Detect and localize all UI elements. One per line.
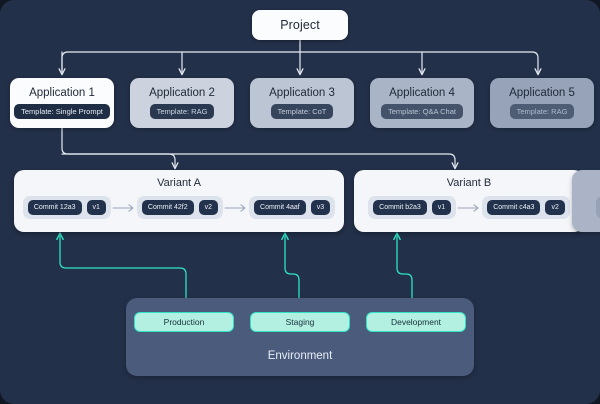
commit-group[interactable]: Commit c4a3 v2 bbox=[482, 196, 570, 219]
arrow-right-icon bbox=[456, 203, 482, 213]
commit-version: v2 bbox=[545, 200, 565, 215]
application-to-variants-connectors bbox=[61, 127, 459, 170]
arrow-right-icon bbox=[111, 203, 137, 213]
project-to-applications-connectors bbox=[58, 39, 542, 76]
commit-version: v1 bbox=[431, 200, 452, 215]
application-node-5[interactable]: Application 5 Template: RAG bbox=[490, 78, 594, 128]
application-node-1[interactable]: Application 1 Template: Single Prompt bbox=[10, 78, 114, 128]
variant-card-b[interactable]: Variant B Commit b2a3 v1 Commit c4a3 v2 bbox=[354, 170, 584, 232]
application-template-badge: Template: Q&A Chat bbox=[381, 104, 463, 119]
variant-card-a[interactable]: Variant A Commit 12a3 v1 Commit 42f2 v2 … bbox=[14, 170, 344, 232]
application-title: Application 3 bbox=[269, 87, 335, 99]
environment-panel: Production Staging Development Environme… bbox=[126, 298, 474, 376]
environment-pill-production[interactable]: Production bbox=[134, 312, 234, 332]
environment-pill-development[interactable]: Development bbox=[366, 312, 466, 332]
commit-group[interactable]: Commit 4aaf v3 bbox=[249, 196, 336, 219]
environment-pill-label: Production bbox=[163, 317, 205, 327]
environment-pill-label: Development bbox=[390, 317, 442, 327]
environment-label: Environment bbox=[267, 350, 333, 362]
project-node[interactable]: Project bbox=[252, 10, 348, 40]
environment-pill-label: Staging bbox=[285, 317, 315, 327]
environment-pill-row: Production Staging Development bbox=[126, 312, 474, 332]
variant-card-clipped[interactable]: Co bbox=[572, 170, 600, 232]
arrow-right-icon bbox=[223, 203, 249, 213]
variant-title: Variant A bbox=[157, 177, 201, 189]
commit-version: v1 bbox=[86, 200, 106, 215]
commit-version: v2 bbox=[198, 200, 219, 215]
application-title: Application 1 bbox=[29, 87, 95, 99]
application-title: Application 2 bbox=[149, 87, 215, 99]
commit-hash: Commit 4aaf bbox=[254, 200, 306, 215]
commit-group[interactable]: Commit 42f2 v2 bbox=[136, 196, 224, 219]
commit-chain: Commit 12a3 v1 Commit 42f2 v2 Commit 4aa… bbox=[22, 196, 336, 219]
commit-group[interactable]: Commit 12a3 v1 bbox=[22, 196, 111, 219]
environment-pill-staging[interactable]: Staging bbox=[250, 312, 350, 332]
commit-hash: Commit 42f2 bbox=[141, 200, 194, 215]
commit-group[interactable]: Co bbox=[595, 196, 600, 219]
application-template-badge: Template: RAG bbox=[149, 104, 215, 119]
application-template-badge: Template: Single Prompt bbox=[14, 104, 110, 119]
commit-hash: Commit b2a3 bbox=[373, 200, 427, 215]
variant-title: Variant B bbox=[446, 177, 492, 189]
commit-chain: Commit b2a3 v1 Commit c4a3 v2 bbox=[368, 196, 570, 219]
commit-version: v3 bbox=[310, 200, 331, 215]
application-template-badge: Template: CoT bbox=[270, 104, 334, 119]
commit-hash: Commit 12a3 bbox=[27, 200, 82, 215]
project-label: Project bbox=[280, 18, 320, 32]
application-template-badge: Template: RAG bbox=[509, 104, 575, 119]
application-title: Application 5 bbox=[509, 87, 575, 99]
commit-group[interactable]: Commit b2a3 v1 bbox=[368, 196, 457, 219]
application-node-3[interactable]: Application 3 Template: CoT bbox=[250, 78, 354, 128]
application-node-4[interactable]: Application 4 Template: Q&A Chat bbox=[370, 78, 474, 128]
commit-hash: Commit c4a3 bbox=[487, 200, 541, 215]
application-node-2[interactable]: Application 2 Template: RAG bbox=[130, 78, 234, 128]
application-title: Application 4 bbox=[389, 87, 455, 99]
